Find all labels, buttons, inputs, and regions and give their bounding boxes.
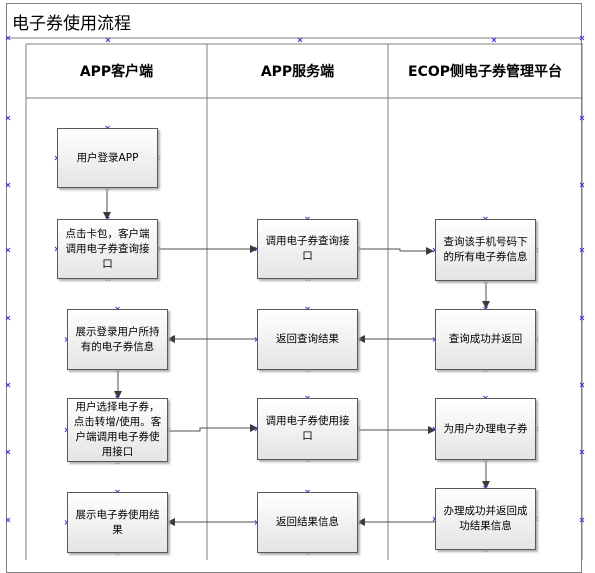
step-call-query-api[interactable]: 调用电子券查询接口 [257, 219, 358, 279]
handle-mark [579, 382, 585, 388]
step-show-coupons[interactable]: 展示登录用户所持有的电子券信息 [67, 309, 168, 370]
handle-mark [5, 247, 11, 253]
step-call-use-api[interactable]: 调用电子券使用接口 [257, 398, 358, 460]
lane-app-server: APP服务端 [260, 64, 335, 80]
handle-mark [5, 382, 11, 388]
arrow-select-to-use [168, 424, 258, 432]
handle-mark [579, 517, 585, 523]
handle-mark [579, 449, 585, 455]
page-title: 电子券使用流程 [12, 14, 131, 34]
handle-mark [5, 182, 11, 188]
handle-mark [105, 37, 111, 43]
handle-mark [491, 37, 497, 43]
step-return-result-info[interactable]: 返回结果信息 [257, 492, 358, 553]
lane-ecop-platform: ECOP侧电子券管理平台 [408, 64, 562, 80]
handle-mark [579, 315, 585, 321]
step-query-phone-coupons[interactable]: 查询该手机号码下的所有电子券信息 [435, 219, 536, 281]
step-process-coupon[interactable]: 为用户办理电子券 [435, 398, 536, 460]
handle-mark [5, 517, 11, 523]
handle-mark [579, 182, 585, 188]
handle-mark [579, 115, 585, 121]
step-show-use-result[interactable]: 展示电子券使用结果 [67, 492, 168, 553]
handle-mark [5, 315, 11, 321]
handle-mark [5, 115, 11, 121]
swimlane-lines [5, 35, 585, 560]
handle-mark [5, 449, 11, 455]
step-query-success[interactable]: 查询成功并返回 [435, 309, 536, 370]
step-process-success[interactable]: 办理成功并返回成功结果信息 [435, 488, 536, 550]
handle-mark [579, 35, 585, 41]
step-select-coupon[interactable]: 用户选择电子券，点击转增/使用。客户端调用电子券使用接口 [67, 398, 168, 462]
handle-mark [579, 247, 585, 253]
handle-mark [5, 35, 11, 41]
step-user-login[interactable]: 用户登录APP [57, 128, 158, 188]
lane-app-client: APP客户端 [79, 64, 154, 80]
connection-handles [5, 35, 585, 556]
step-return-query-result[interactable]: 返回查询结果 [257, 309, 358, 370]
handle-mark [297, 37, 303, 43]
step-click-wallet[interactable]: 点击卡包，客户端调用电子券查询接口 [57, 219, 158, 279]
arrow-query-to-phone [358, 247, 434, 255]
connectors [103, 188, 490, 526]
